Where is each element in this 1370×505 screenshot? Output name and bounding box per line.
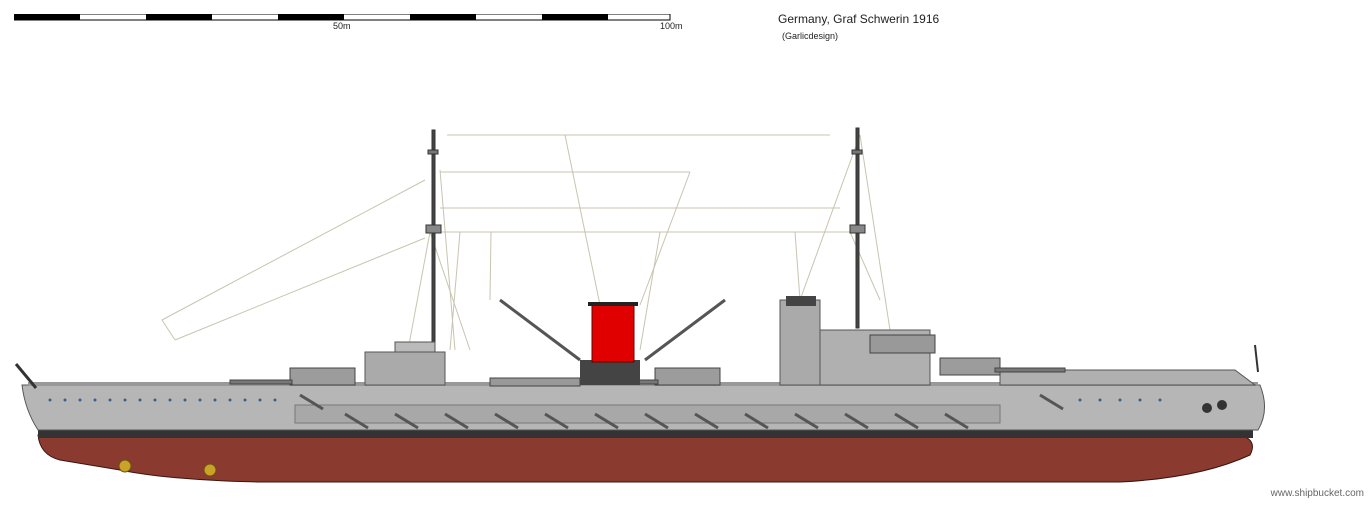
scale-bar: [14, 14, 671, 21]
bow-jackstaff: [1254, 344, 1259, 373]
forward-superstructure: [779, 299, 821, 386]
page-title: Germany, Graf Schwerin 1916: [778, 12, 940, 26]
author-credit: (Garlicdesign): [782, 31, 839, 41]
casemate-guns: [299, 393, 1064, 430]
aft-superstructure: [364, 351, 446, 386]
scale-label-50m: 50m: [333, 21, 351, 31]
propellers: [118, 459, 217, 477]
masts: [425, 127, 866, 381]
boot-topping: [38, 430, 1253, 438]
watermark: www.shipbucket.com: [1270, 488, 1364, 499]
rigging: [161, 134, 891, 351]
funnel-base: [580, 360, 640, 385]
hull-underwater: [37, 434, 1253, 483]
main-turrets: [229, 357, 1066, 386]
ships-boat: [489, 377, 581, 387]
portholes: [48, 398, 1162, 402]
bow-superstructure: [999, 369, 1257, 386]
conning-tower: [786, 296, 816, 306]
funnel: [591, 303, 635, 363]
anchors: [1202, 400, 1227, 413]
boat-cranes: [499, 298, 726, 362]
stern-flagstaff: [14, 363, 38, 389]
scale-label-100m: 100m: [660, 21, 683, 31]
